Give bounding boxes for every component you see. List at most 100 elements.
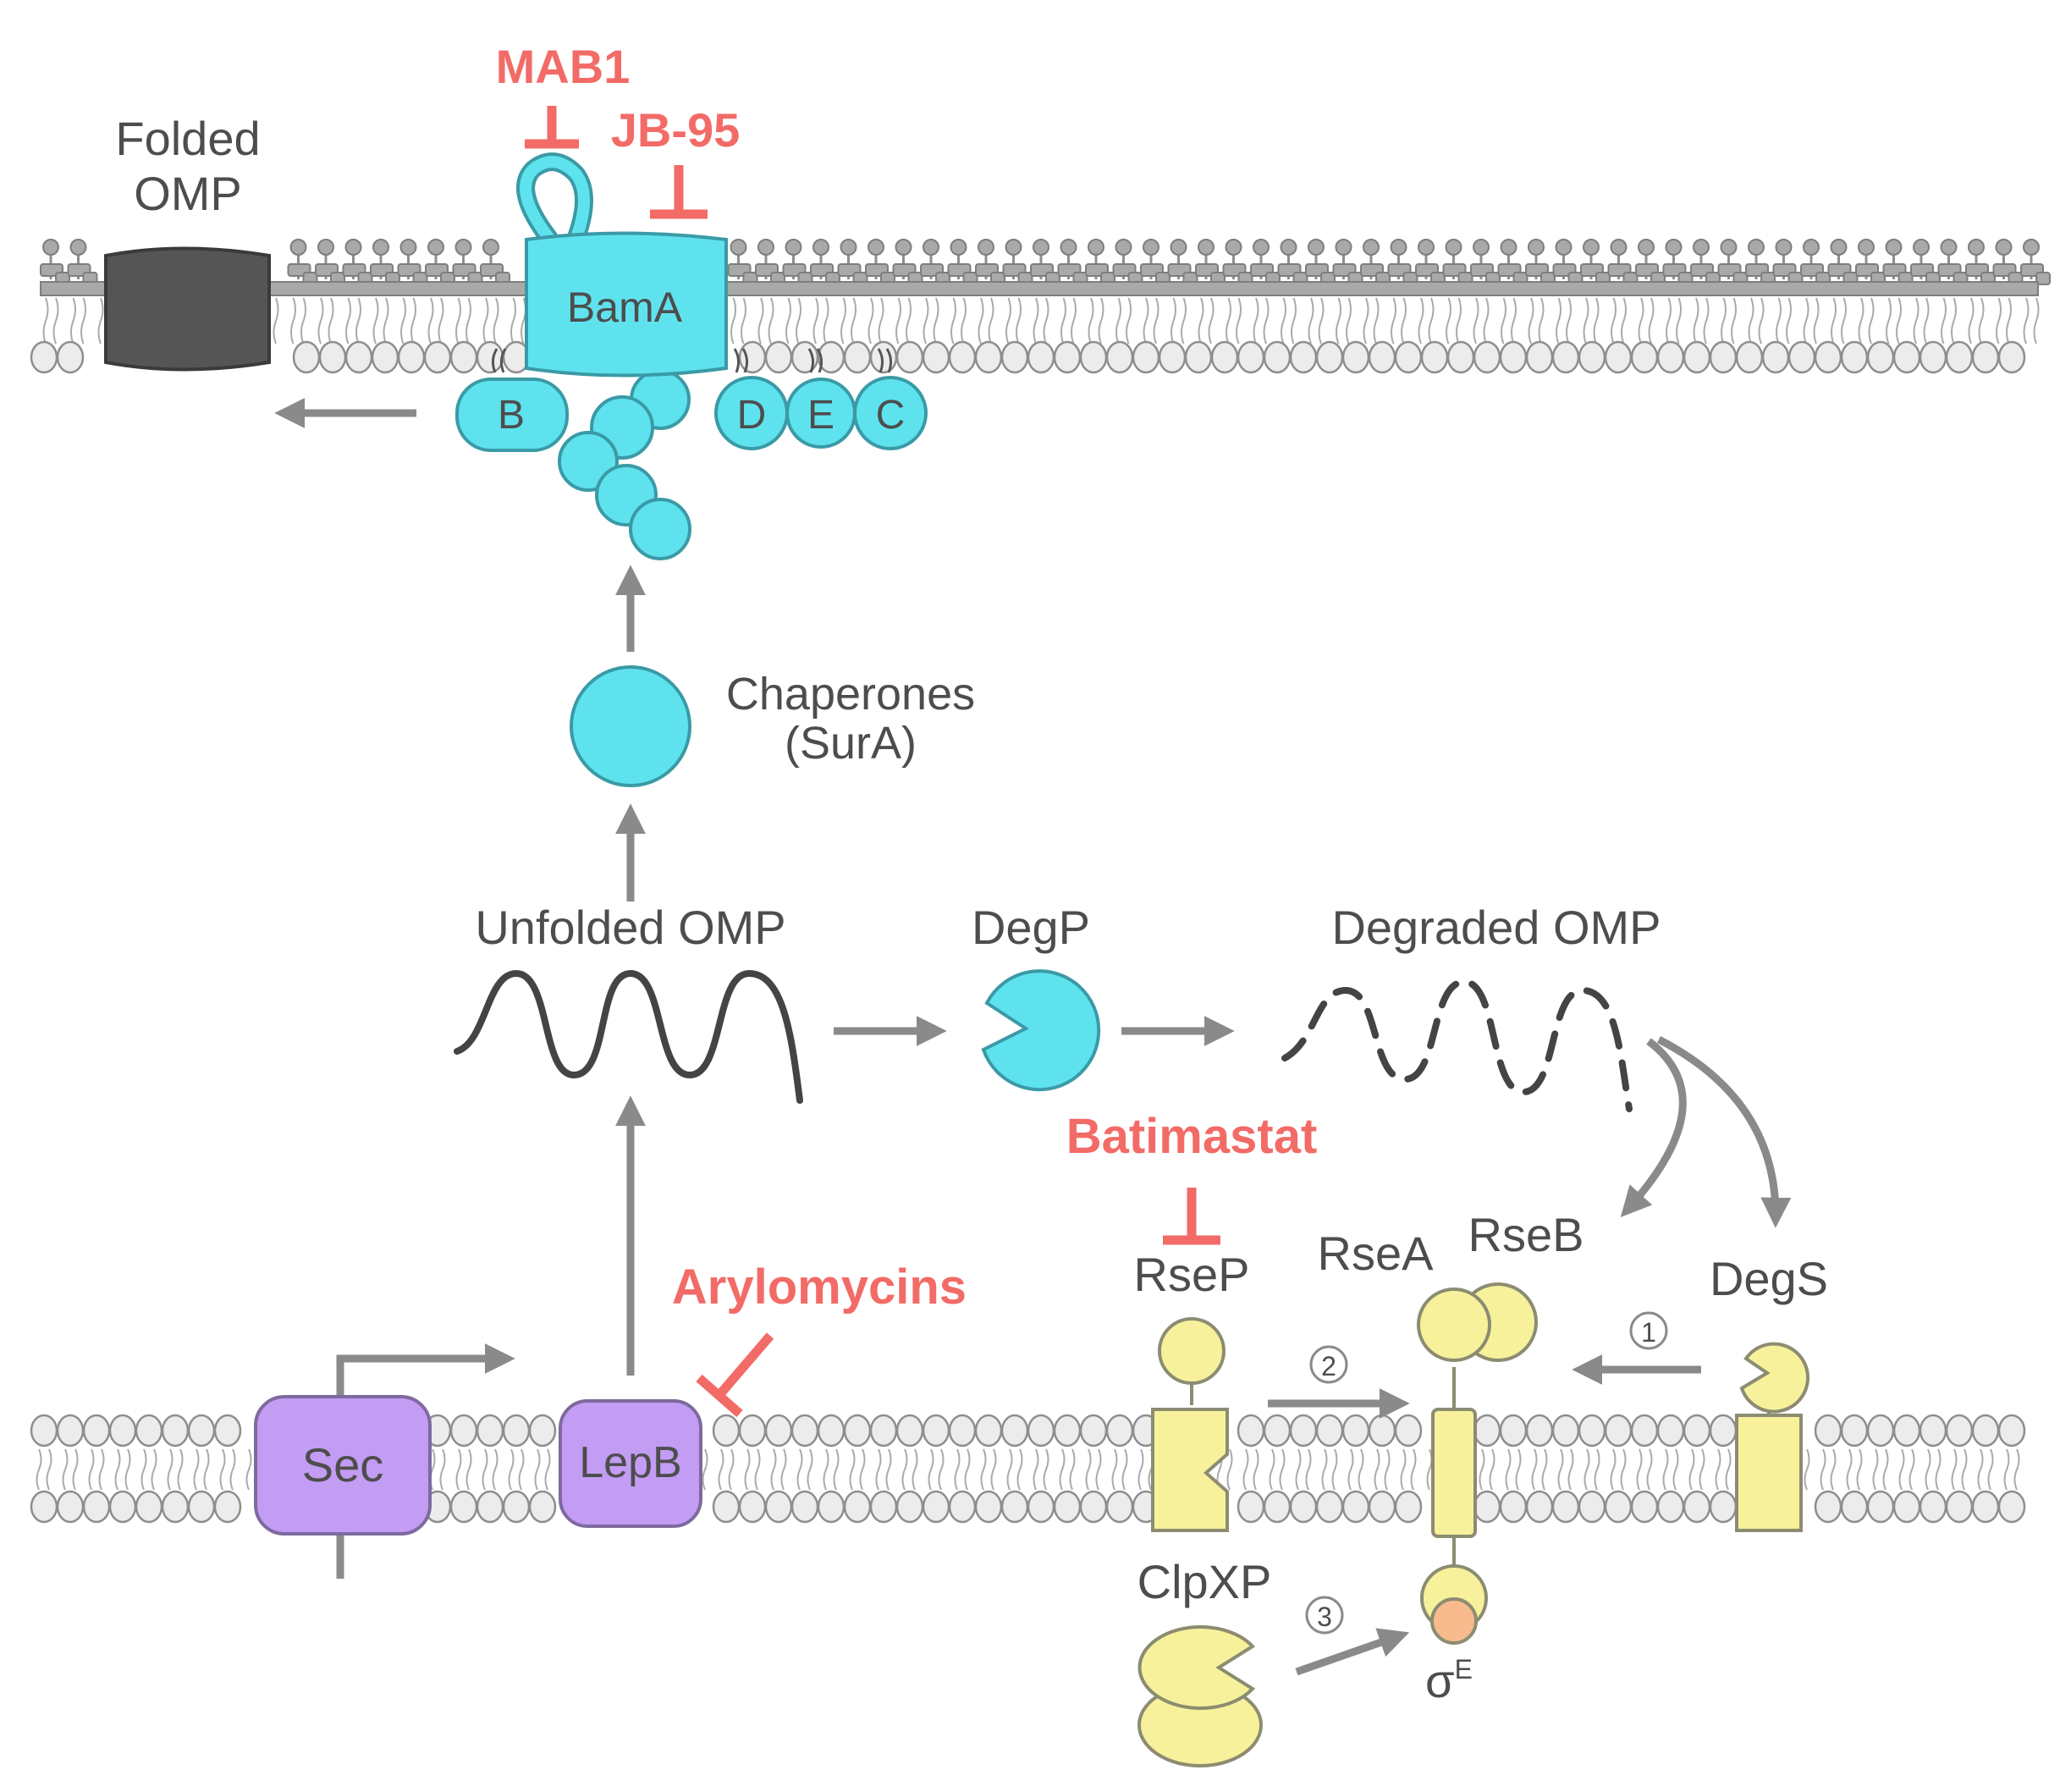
lipid-head — [1105, 1414, 1134, 1447]
lipid-head — [1079, 340, 1108, 374]
lipid-head — [974, 1414, 1003, 1447]
lipid-head — [1499, 340, 1528, 374]
lipid-head — [1840, 1414, 1869, 1447]
lipid-head — [1158, 340, 1187, 374]
lipid-head — [948, 1414, 977, 1447]
lipid-head — [1027, 1490, 1055, 1524]
lipid-head — [1656, 1414, 1685, 1447]
lipid-head — [1578, 1490, 1606, 1524]
lipid-head — [1210, 340, 1239, 374]
step1-label: 1 — [1641, 1317, 1656, 1348]
lipid-head — [1630, 1414, 1659, 1447]
lipid-head — [1919, 1490, 1947, 1524]
lipid-head — [1709, 1414, 1738, 1447]
lipid-head — [1578, 1414, 1606, 1447]
bamc-label: C — [876, 393, 906, 438]
inner-membrane-heads — [30, 1414, 2026, 1524]
arylomycins-inhibition-bar — [696, 1332, 774, 1418]
lipid-head — [1997, 340, 2026, 374]
lipid-head — [56, 1490, 85, 1524]
lipid-head — [1237, 1490, 1265, 1524]
lipid-head — [1866, 1414, 1895, 1447]
lipid-head — [738, 340, 767, 374]
lipid-head — [1341, 340, 1370, 374]
bamb-label: B — [498, 393, 525, 438]
lipid-head — [476, 1490, 504, 1524]
lipid-head — [1473, 1414, 1501, 1447]
degs-protease — [1735, 1342, 1809, 1532]
lipid-head — [1971, 340, 2000, 374]
lipid-head — [1683, 1414, 1711, 1447]
lipid-head — [764, 1414, 793, 1447]
lipid-head — [869, 340, 898, 374]
lipid-head — [344, 340, 373, 374]
lipid-head — [1368, 340, 1396, 374]
lipid-head — [1604, 1490, 1633, 1524]
unfolded-omp-chain — [454, 969, 803, 1104]
lipid-head — [1971, 1414, 2000, 1447]
lipid-head — [1525, 1414, 1554, 1447]
lipid-head — [843, 340, 872, 374]
lipid-head — [1341, 1490, 1370, 1524]
lipid-head — [528, 1490, 557, 1524]
mab1-inhibition-bar — [525, 106, 579, 149]
mab1-label: MAB1 — [496, 40, 631, 93]
bame-label: E — [807, 393, 834, 438]
step2-circle — [1309, 1345, 1348, 1384]
lipid-head — [1945, 340, 1974, 374]
sec-label: Sec — [302, 1438, 384, 1491]
lipid-head — [1604, 1414, 1633, 1447]
degp-label: DegP — [972, 901, 1090, 954]
lipid-head — [1053, 340, 1082, 374]
lipid-head — [1184, 340, 1213, 374]
lipid-head — [1368, 1490, 1396, 1524]
chaperones-label-line2: (SurA) — [785, 718, 917, 769]
lipid-head — [1315, 1490, 1344, 1524]
degp-protease — [981, 969, 1101, 1092]
folded-omp-barrel — [104, 246, 271, 372]
lipid-head — [922, 1414, 950, 1447]
outer-membrane-inner-heads — [30, 340, 2026, 374]
lipid-head — [1656, 1490, 1685, 1524]
degraded-to-degs-arrow — [1656, 1035, 1792, 1228]
lipid-head — [82, 1490, 111, 1524]
lipid-head — [1604, 340, 1633, 374]
degraded-to-rsea-arrow — [1620, 1038, 1687, 1217]
bamd-label: D — [737, 393, 767, 438]
lipid-head — [1053, 1490, 1082, 1524]
lipid-head — [712, 1414, 741, 1447]
lipid-head — [895, 1490, 924, 1524]
lipid-head — [1945, 1414, 1974, 1447]
step2-label: 2 — [1321, 1351, 1336, 1381]
lipid-head — [1866, 1490, 1895, 1524]
lipid-head — [135, 1490, 163, 1524]
lipid-head — [1237, 340, 1265, 374]
lipid-head — [738, 1414, 767, 1447]
batimastat-inhibition-bar — [1163, 1188, 1220, 1245]
outer-membrane — [30, 239, 2051, 374]
lipid-head — [502, 1490, 531, 1524]
lipid-head — [1919, 1414, 1947, 1447]
lipid-head — [476, 1414, 504, 1447]
lipid-head — [1132, 340, 1160, 374]
lipid-head — [1866, 340, 1895, 374]
arylomycins-label: Arylomycins — [672, 1260, 967, 1315]
inner-membrane — [30, 1414, 2026, 1524]
lipid-head — [922, 340, 950, 374]
chaperone-sura — [570, 665, 691, 787]
bama-label: BamA — [567, 284, 683, 331]
lipid-head — [1000, 340, 1029, 374]
lipid-head — [895, 340, 924, 374]
lipid-head — [869, 1490, 898, 1524]
lipid-head — [135, 1414, 163, 1447]
lipid-head — [1892, 1490, 1921, 1524]
lipid-head — [502, 1414, 531, 1447]
lipid-head — [1892, 340, 1921, 374]
lipid-head — [1394, 1414, 1423, 1447]
lipid-head — [1315, 340, 1344, 374]
sigma-e-superscript: E — [1455, 1654, 1473, 1684]
folded-omp-label-line1: Folded — [115, 112, 260, 165]
lipid-head — [528, 1414, 557, 1447]
unfolded-omp-label: Unfolded OMP — [475, 901, 785, 954]
lipid-head — [1394, 1490, 1423, 1524]
